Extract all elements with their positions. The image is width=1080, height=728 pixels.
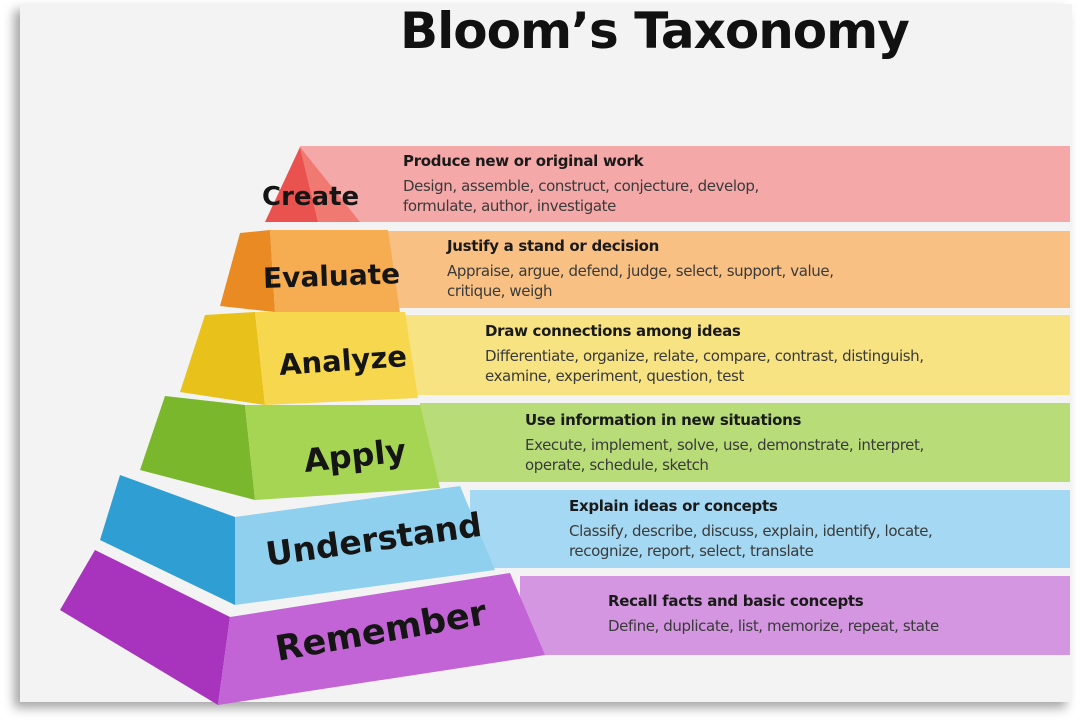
understand-front-face — [235, 486, 495, 605]
level-heading: Recall facts and basic concepts — [608, 592, 864, 610]
create-front-face — [300, 147, 360, 222]
level-verbs: Design, assemble, construct, conjecture,… — [403, 177, 759, 215]
level-verbs: Appraise, argue, defend, judge, select, … — [447, 262, 834, 300]
level-verbs: Classify, describe, discuss, explain, id… — [569, 522, 933, 560]
level-verbs: Execute, implement, solve, use, demonstr… — [525, 436, 924, 474]
evaluate-front-face — [270, 230, 400, 313]
band-apply: Use information in new situations Execut… — [420, 403, 1070, 482]
level-heading: Use information in new situations — [525, 411, 802, 429]
level-heading: Justify a stand or decision — [447, 237, 660, 255]
page-title: Bloom’s Taxonomy — [400, 2, 910, 60]
band-create: Produce new or original work Design, ass… — [300, 146, 1070, 222]
apply-front-face — [245, 405, 440, 500]
remember-side-face — [60, 550, 230, 705]
evaluate-side-face — [220, 230, 275, 312]
level-heading: Draw connections among ideas — [485, 322, 741, 340]
level-label-create: Create — [262, 182, 360, 212]
band-evaluate: Justify a stand or decision Appraise, ar… — [330, 231, 1070, 308]
create-side-face — [265, 147, 318, 222]
band-understand: Explain ideas or concepts Classify, desc… — [470, 490, 1070, 568]
apply-side-face — [140, 396, 255, 500]
remember-front-face — [218, 573, 545, 705]
understand-side-face — [100, 475, 235, 605]
level-label-evaluate: Evaluate — [262, 257, 401, 295]
analyze-side-face — [180, 312, 265, 405]
level-verbs: Define, duplicate, list, memorize, repea… — [608, 617, 939, 635]
level-verbs: Differentiate, organize, relate, compare… — [485, 347, 924, 385]
band-remember: Recall facts and basic concepts Define, … — [520, 576, 1070, 655]
band-analyze: Draw connections among ideas Differentia… — [380, 315, 1070, 395]
level-heading: Explain ideas or concepts — [569, 497, 778, 515]
analyze-front-face — [255, 312, 418, 405]
level-heading: Produce new or original work — [403, 152, 644, 170]
